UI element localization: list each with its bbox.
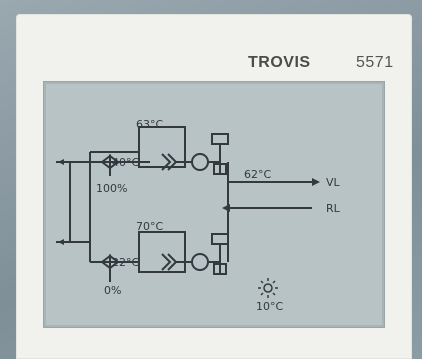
brand-label: TROVIS (248, 54, 311, 71)
lcd-display: 63°C 40°C 100% 62°C VL RL 70°C 22°C 0% 1… (44, 82, 384, 327)
outside-temp: 10°C (256, 300, 284, 313)
sun-icon (258, 278, 278, 298)
heating-schematic (56, 126, 320, 298)
lower-supply-temp: 70°C (136, 220, 164, 233)
upper-pump-icon (191, 153, 209, 171)
upper-valve-position: 100% (96, 182, 128, 195)
lower-pump-icon (191, 253, 209, 271)
vl-arrow-icon (312, 178, 320, 186)
flow-temp: 62°C (244, 168, 272, 181)
model-number: 5571 (356, 54, 394, 71)
rl-label: RL (326, 202, 340, 215)
lower-valve-position: 0% (104, 284, 122, 297)
lower-valve-actuator-icon (211, 233, 229, 245)
upper-supply-temp: 63°C (136, 118, 164, 131)
upper-exchanger-icon (161, 153, 172, 171)
inlet-arrow-icon (58, 159, 64, 165)
vl-label: VL (326, 176, 340, 189)
upper-valve-actuator-icon (211, 133, 229, 145)
lower-return-temp: 22°C (112, 256, 140, 269)
lower-circuit-frame (138, 231, 186, 273)
lower-exchanger-icon (161, 253, 172, 271)
outlet-arrow-icon (58, 239, 64, 245)
upper-circuit-frame (138, 126, 186, 168)
upper-return-temp: 40°C (112, 156, 140, 169)
